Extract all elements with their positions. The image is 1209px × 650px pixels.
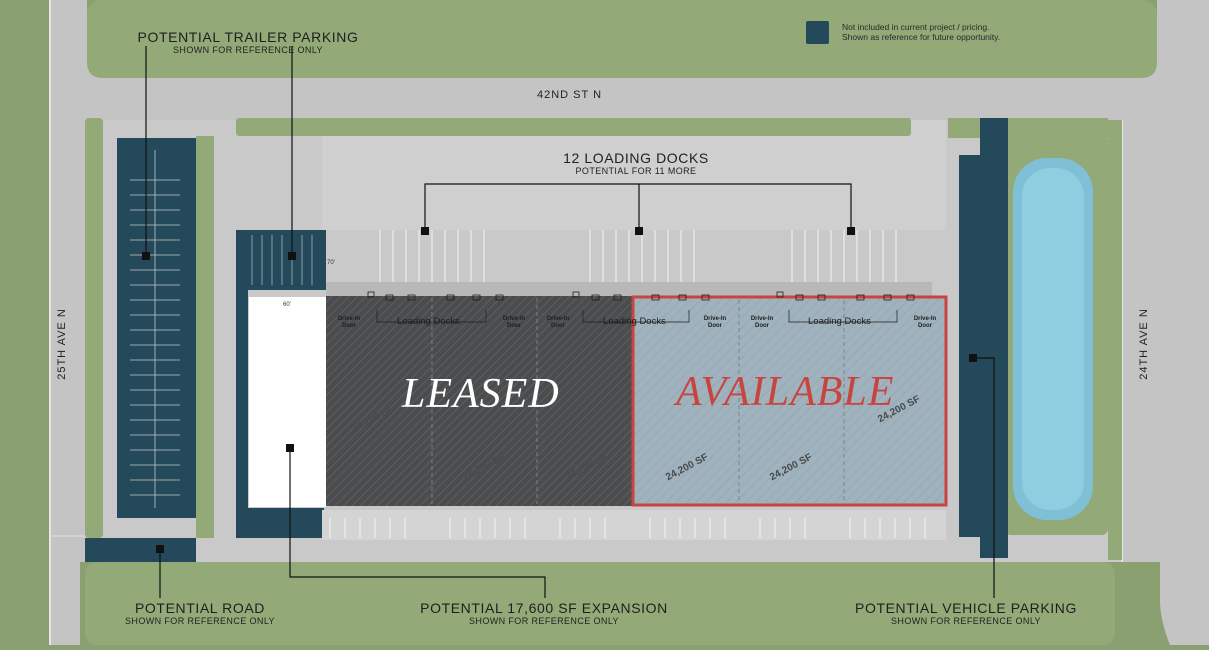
callout-expansion: POTENTIAL 17,600 SF EXPANSION SHOWN FOR … [394, 600, 694, 626]
vehicle-parking-title: POTENTIAL VEHICLE PARKING [855, 600, 1077, 616]
dimension-70: 70' [327, 260, 335, 266]
expansion-title: POTENTIAL 17,600 SF EXPANSION [420, 600, 668, 616]
leased-label: LEASED [402, 371, 560, 417]
trailer-parking-sub: SHOWN FOR REFERENCE ONLY [173, 45, 323, 55]
future-trailer-parking [236, 230, 326, 516]
loading-docks-sub: POTENTIAL FOR 11 MORE [575, 166, 697, 176]
dock-label-2: Loading Docks [603, 316, 666, 327]
truck-court [322, 120, 946, 230]
future-west-parking [117, 138, 196, 518]
dock-apron [326, 282, 932, 296]
callout-trailer-parking: POTENTIAL TRAILER PARKING SHOWN FOR REFE… [118, 29, 378, 55]
dimension-60: 60' [283, 302, 291, 308]
callout-road: POTENTIAL ROAD SHOWN FOR REFERENCE ONLY [100, 600, 300, 626]
north-grass-lot [87, 0, 1157, 78]
dock-label-1: Loading Docks [397, 316, 460, 327]
legend-line-1: Not included in current project / pricin… [842, 22, 990, 32]
callout-loading-docks: 12 LOADING DOCKS POTENTIAL FOR 11 MORE [486, 150, 786, 176]
trailer-parking-title: POTENTIAL TRAILER PARKING [137, 29, 359, 45]
street-north: 42ND ST N [537, 89, 603, 101]
legend-text: Not included in current project / pricin… [842, 22, 1000, 42]
legend-swatch [806, 21, 829, 44]
loading-docks-title: 12 LOADING DOCKS [563, 150, 709, 166]
legend-line-2: Shown as reference for future opportunit… [842, 32, 1001, 42]
road-title: POTENTIAL ROAD [134, 600, 265, 616]
callout-vehicle-parking: POTENTIAL VEHICLE PARKING SHOWN FOR REFE… [836, 600, 1096, 626]
dock-label-3: Loading Docks [808, 316, 871, 327]
leader-expansion [289, 448, 546, 598]
future-road [85, 538, 196, 562]
expansion-sub: SHOWN FOR REFERENCE ONLY [469, 616, 619, 626]
leader-docks [424, 183, 852, 231]
available-label: AVAILABLE [676, 369, 895, 415]
road-sub: SHOWN FOR REFERENCE ONLY [125, 616, 275, 626]
street-east: 24TH AVE N [1138, 308, 1150, 380]
leader-vehicle [973, 357, 995, 598]
vehicle-parking-sub: SHOWN FOR REFERENCE ONLY [891, 616, 1041, 626]
median-strip [236, 118, 911, 136]
expansion-pad [249, 297, 326, 507]
south-grass-lot [85, 562, 1115, 645]
street-west: 25TH AVE N [56, 308, 68, 380]
south-parking [322, 510, 946, 540]
